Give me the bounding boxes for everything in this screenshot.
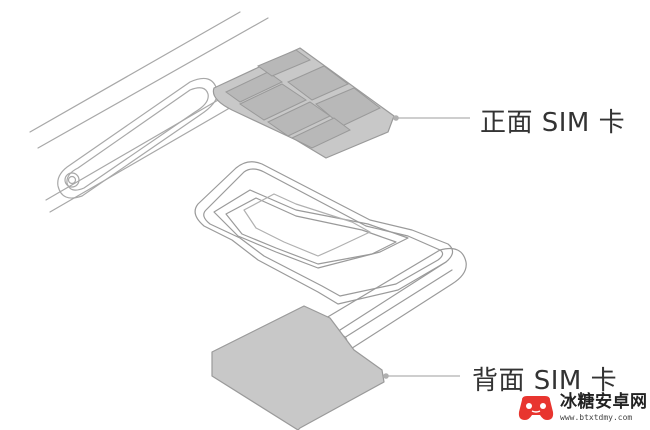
- gamepad-logo-icon: [518, 396, 554, 420]
- watermark-name: 冰糖安卓网: [560, 392, 648, 412]
- front-sim-label: 正面 SIM 卡: [480, 108, 626, 138]
- back-sim-card: [211, 305, 385, 430]
- front-sim-contacts: [225, 49, 381, 149]
- watermark: 冰糖安卓网 www.btxtdmy.com: [516, 390, 648, 426]
- phone-edge: [29, 11, 269, 213]
- front-sim-card: [212, 47, 395, 159]
- phone-sim-slot: [57, 77, 218, 199]
- back-label-leader: [383, 373, 460, 379]
- front-label-leader: [393, 115, 470, 121]
- watermark-url: www.btxtdmy.com: [560, 413, 633, 422]
- back-sim-label: 背面 SIM 卡: [472, 366, 618, 396]
